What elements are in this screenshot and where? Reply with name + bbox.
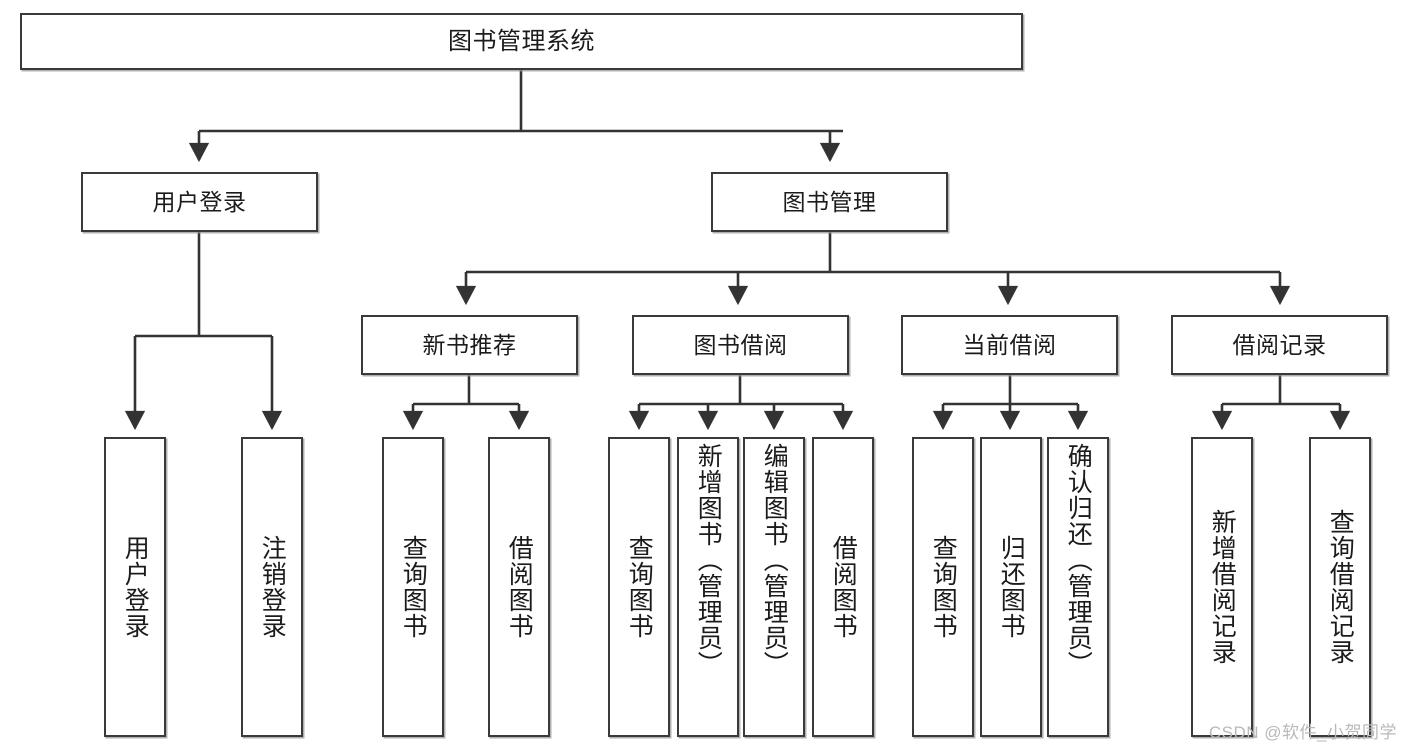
node-leaf-add-record[interactable]: 新增借阅记录 bbox=[1191, 437, 1253, 737]
node-leaf-borrow-book-2-label: 借阅图书 bbox=[829, 535, 858, 639]
node-user-login-label: 用户登录 bbox=[152, 188, 247, 215]
node-leaf-edit-book[interactable]: 编辑图书（管理员） bbox=[743, 437, 805, 737]
node-leaf-return-book-label: 归还图书 bbox=[997, 535, 1026, 639]
node-leaf-logout-label: 注销登录 bbox=[258, 535, 287, 639]
node-leaf-add-book[interactable]: 新增图书（管理员） bbox=[677, 437, 739, 737]
node-new-book-rec[interactable]: 新书推荐 bbox=[361, 315, 578, 375]
node-leaf-edit-book-label: 编辑图书（管理员） bbox=[760, 443, 789, 677]
node-leaf-borrow-book-2[interactable]: 借阅图书 bbox=[812, 437, 874, 737]
node-borrow-record-label: 借阅记录 bbox=[1232, 331, 1327, 358]
node-leaf-query-record-label: 查询借阅记录 bbox=[1326, 509, 1355, 665]
node-leaf-return-book[interactable]: 归还图书 bbox=[980, 437, 1042, 737]
node-root[interactable]: 图书管理系统 bbox=[20, 13, 1023, 70]
node-leaf-user-login[interactable]: 用户登录 bbox=[104, 437, 166, 737]
node-new-book-rec-label: 新书推荐 bbox=[422, 331, 517, 358]
node-leaf-query-book-1-label: 查询图书 bbox=[399, 535, 428, 639]
node-current-borrow[interactable]: 当前借阅 bbox=[901, 315, 1118, 375]
node-leaf-query-book-2-label: 查询图书 bbox=[625, 535, 654, 639]
node-book-manage[interactable]: 图书管理 bbox=[711, 172, 948, 232]
node-leaf-confirm-return-label: 确认归还（管理员） bbox=[1064, 443, 1093, 677]
node-leaf-confirm-return[interactable]: 确认归还（管理员） bbox=[1047, 437, 1109, 737]
node-leaf-add-book-label: 新增图书（管理员） bbox=[694, 443, 723, 677]
node-book-borrow[interactable]: 图书借阅 bbox=[632, 315, 849, 375]
watermark: CSDN @软件_小贺同学 bbox=[1208, 723, 1397, 742]
node-leaf-add-record-label: 新增借阅记录 bbox=[1208, 509, 1237, 665]
node-leaf-query-record[interactable]: 查询借阅记录 bbox=[1309, 437, 1371, 737]
node-leaf-borrow-book-1[interactable]: 借阅图书 bbox=[488, 437, 550, 737]
node-leaf-query-book-2[interactable]: 查询图书 bbox=[608, 437, 670, 737]
node-leaf-logout[interactable]: 注销登录 bbox=[241, 437, 303, 737]
node-current-borrow-label: 当前借阅 bbox=[962, 331, 1057, 358]
node-leaf-borrow-book-1-label: 借阅图书 bbox=[505, 535, 534, 639]
node-leaf-query-book-3[interactable]: 查询图书 bbox=[912, 437, 974, 737]
node-leaf-query-book-3-label: 查询图书 bbox=[929, 535, 958, 639]
node-leaf-user-login-label: 用户登录 bbox=[121, 535, 150, 639]
node-root-label: 图书管理系统 bbox=[448, 27, 595, 55]
node-user-login[interactable]: 用户登录 bbox=[81, 172, 318, 232]
node-leaf-query-book-1[interactable]: 查询图书 bbox=[382, 437, 444, 737]
node-book-borrow-label: 图书借阅 bbox=[693, 331, 788, 358]
node-book-manage-label: 图书管理 bbox=[782, 188, 877, 215]
node-borrow-record[interactable]: 借阅记录 bbox=[1171, 315, 1388, 375]
